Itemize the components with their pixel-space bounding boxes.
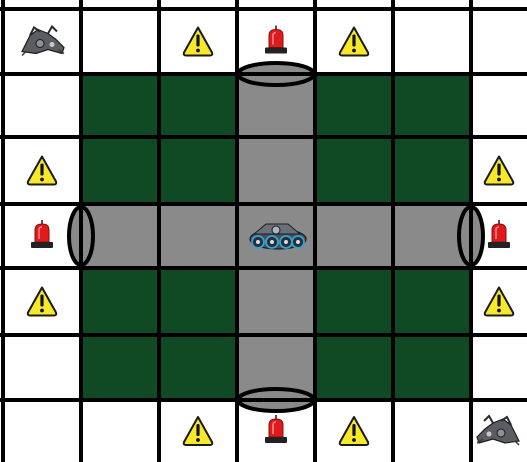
cell-empty-r1c6[interactable] (471, 74, 527, 137)
cell-grass-r5c2[interactable] (159, 335, 237, 400)
cell-empty-r5c6[interactable] (471, 335, 527, 400)
cell-grass-r5c1[interactable] (81, 335, 159, 400)
cell-grass-r2c2[interactable] (159, 137, 237, 204)
cell-empty-r6c1[interactable] (81, 400, 159, 462)
cell-grass-r1c1[interactable] (81, 74, 159, 137)
cell-grass-r5c5[interactable] (393, 335, 471, 400)
cell-grass-r2c5[interactable] (393, 137, 471, 204)
cell-empty-r6c5[interactable] (393, 400, 471, 462)
cell-empty-r6c0[interactable] (3, 400, 81, 462)
cell-tunnel-r4c3[interactable] (237, 268, 315, 335)
cell-grass-r4c2[interactable] (159, 268, 237, 335)
cell-grass-r4c5[interactable] (393, 268, 471, 335)
cell-grass-r5c4[interactable] (315, 335, 393, 400)
cell-grass-r1c5[interactable] (393, 74, 471, 137)
cell-grass-r1c2[interactable] (159, 74, 237, 137)
cell-tunnel-r2c3[interactable] (237, 137, 315, 204)
cell-grass-r2c4[interactable] (315, 137, 393, 204)
cell-empty-r5c0[interactable] (3, 335, 81, 400)
cell-empty-r0c6[interactable] (471, 9, 527, 74)
cell-tunnel-r3c2[interactable] (159, 204, 237, 268)
cell-grass-r2c1[interactable] (81, 137, 159, 204)
cell-tunnel-r3c4[interactable] (315, 204, 393, 268)
cell-grass-r4c1[interactable] (81, 268, 159, 335)
cell-empty-r1c0[interactable] (3, 74, 81, 137)
cell-grass-r4c4[interactable] (315, 268, 393, 335)
cell-empty-r0c5[interactable] (393, 9, 471, 74)
cell-grass-r1c4[interactable] (315, 74, 393, 137)
cell-empty-r0c1[interactable] (81, 9, 159, 74)
